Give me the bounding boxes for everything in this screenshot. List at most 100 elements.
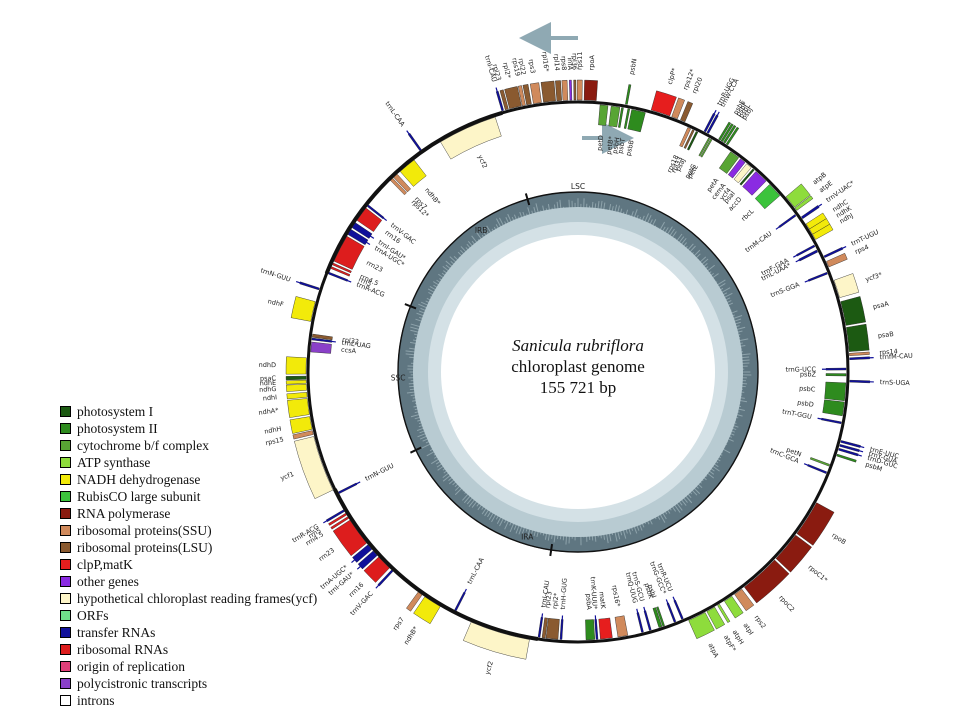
gene-block: [576, 79, 583, 101]
gene-label: psbC: [799, 384, 816, 393]
gc-core: [441, 235, 715, 509]
gene-label: psbB: [624, 139, 635, 157]
trna-tick: [311, 338, 336, 343]
gene-label: ndhI: [262, 393, 277, 402]
legend-swatch: [60, 559, 71, 570]
gene-block: [356, 207, 383, 232]
gene-block: [608, 105, 621, 128]
gene-block: [846, 323, 870, 352]
gene-block: [727, 158, 746, 179]
legend-label: photosystem I: [77, 404, 154, 419]
gene-block: [499, 89, 509, 111]
trna-tick: [643, 606, 651, 631]
gene-block: [330, 266, 351, 277]
trna-tick: [665, 599, 676, 623]
gene-label: trnM-CAU: [744, 229, 774, 254]
gene-label: trnfM-CAU: [879, 352, 913, 362]
trna-tick: [375, 570, 393, 589]
gene-block: [733, 163, 752, 184]
gene-block: [717, 603, 731, 623]
gene-block: [598, 617, 613, 640]
gene-block: [687, 131, 699, 151]
gene-label: trnL-UAG: [341, 339, 371, 351]
gene-label: rpoC2: [777, 594, 796, 614]
gene-block: [698, 137, 711, 157]
trna-tick: [838, 448, 862, 457]
gene-block: [742, 171, 767, 196]
gene-block: [614, 615, 629, 638]
region-ring: [397, 191, 759, 553]
legend-swatch: [60, 644, 71, 655]
gene-block: [833, 273, 860, 298]
gene-label: psbD: [797, 399, 815, 409]
trna-tick: [840, 440, 865, 449]
gene-label: ycf2: [483, 660, 495, 676]
gene-block: [289, 416, 313, 434]
gene-label: rps11: [576, 52, 584, 71]
gene-label: psbA: [584, 593, 593, 610]
gene-block: [688, 612, 715, 640]
trna-tick: [824, 246, 847, 258]
gene-label: psbZ: [800, 370, 817, 378]
gene-label: ndhB*: [402, 624, 420, 646]
trna-tick: [849, 357, 874, 360]
gene-label: ycf2: [476, 154, 489, 170]
gene-block: [504, 86, 522, 109]
gene-block: [406, 591, 423, 612]
gene-block: [725, 126, 740, 146]
legend-item: polycistronic transcripts: [60, 675, 320, 692]
gene-label: rrn23: [365, 259, 384, 274]
gene-label: trnI-CAU: [539, 580, 551, 608]
legend-swatch: [60, 457, 71, 468]
gene-label: rps3: [527, 59, 537, 74]
gene-block: [286, 383, 307, 392]
gene-label: ndhA*: [258, 406, 280, 417]
trna-tick: [672, 596, 683, 620]
trna-tick: [454, 588, 467, 611]
legend-item: RNA polymerase: [60, 505, 320, 522]
trna-tick: [338, 481, 361, 494]
gene-block: [285, 356, 307, 375]
legend-swatch: [60, 627, 71, 638]
gene-label: rps14: [879, 347, 898, 356]
gene-label: matK: [597, 591, 607, 610]
gene-label: psbI: [646, 583, 658, 598]
gene-block: [399, 159, 427, 187]
gene-block: [285, 375, 307, 381]
gene-block: [775, 534, 812, 573]
gene-block: [585, 619, 596, 641]
gene-label: rpoA: [588, 54, 597, 70]
legend-swatch: [60, 695, 71, 706]
trna-tick: [636, 608, 644, 633]
gene-label: ndhD: [259, 361, 277, 369]
gene-label: rbcL: [740, 207, 756, 223]
gene-block: [555, 80, 562, 102]
gene-block: [683, 129, 695, 149]
gene-block: [290, 296, 316, 322]
gene-block: [310, 341, 332, 354]
gene-label: ycf3*: [864, 270, 883, 283]
gene-label: trnH-GUG: [559, 578, 569, 610]
gene-block: [294, 436, 334, 499]
gene-block: [796, 502, 835, 546]
region-label-irb: IRB: [475, 226, 488, 235]
legend-label: origin of replication: [77, 659, 185, 674]
trna-tick: [707, 111, 720, 134]
gene-label: psaB: [877, 330, 894, 340]
gene-label: trnG-UCC: [785, 365, 816, 373]
gene-block: [671, 97, 685, 120]
region-boundary-tick: [404, 303, 417, 310]
gene-label: psaC: [260, 374, 277, 382]
legend-swatch: [60, 474, 71, 485]
gene-label: trnN-GUU: [364, 462, 396, 483]
gene-label: rpl16*: [540, 51, 550, 73]
legend-swatch: [60, 576, 71, 587]
gene-block: [462, 621, 530, 660]
legend-item: transfer RNAs: [60, 624, 320, 641]
gene-block: [440, 116, 502, 160]
legend-swatch: [60, 678, 71, 689]
gene-block: [569, 79, 573, 101]
legend-label: transfer RNAs: [77, 625, 156, 640]
trna-tick: [793, 245, 815, 258]
gene-block: [650, 90, 677, 117]
